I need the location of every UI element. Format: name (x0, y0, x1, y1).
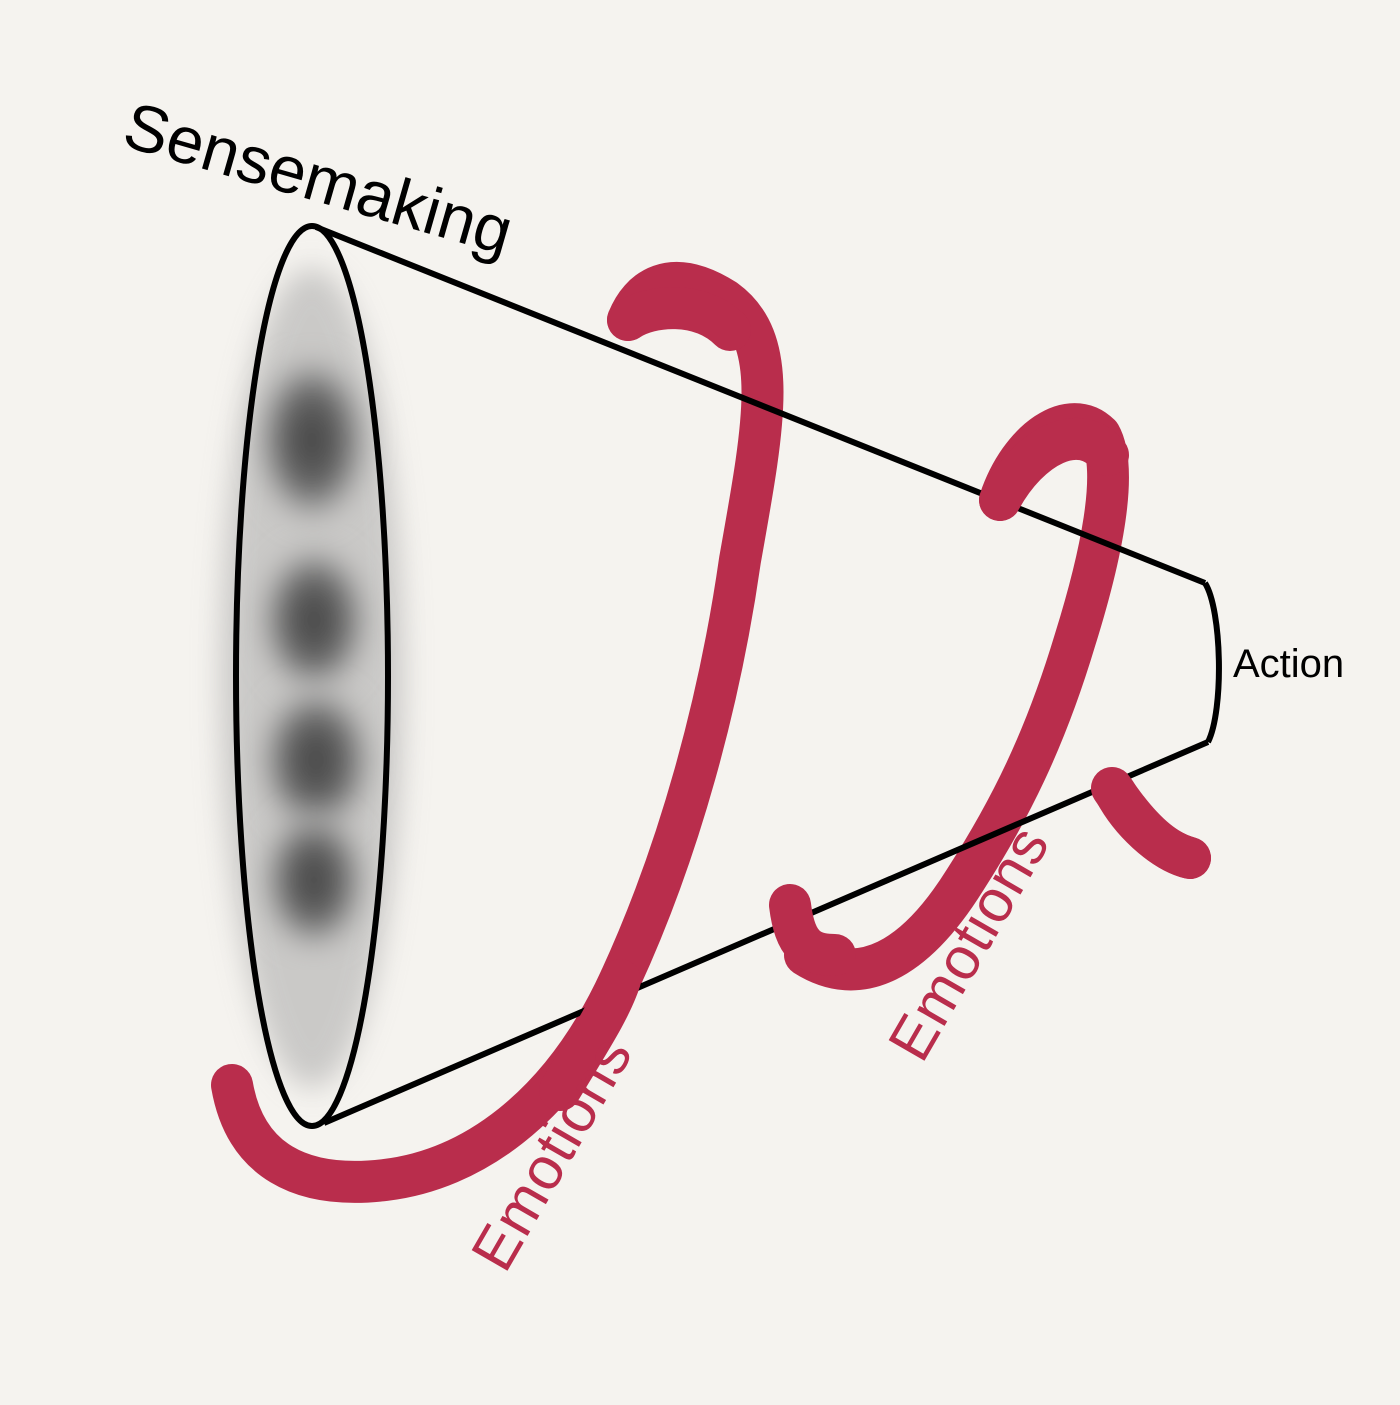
funnel-outline (233, 223, 1222, 1129)
funnel-top-edge (314, 224, 1207, 586)
emotions-tail-front (1091, 767, 1211, 879)
emotions-loop-1-bottom (539, 959, 641, 1111)
funnel-opening-shading (220, 268, 404, 1088)
emotions-loop-2-front (979, 417, 1129, 521)
action-label: Action (1233, 642, 1344, 686)
emotions-loop-1-front (607, 287, 751, 351)
funnel-narrow-end (1202, 581, 1222, 744)
funnel-bottom-edge (322, 739, 1210, 1126)
funnel-wide-end (233, 223, 391, 1129)
emotions-spiral-front (539, 287, 1211, 1111)
emotions-loop-2-bottom (769, 884, 856, 976)
